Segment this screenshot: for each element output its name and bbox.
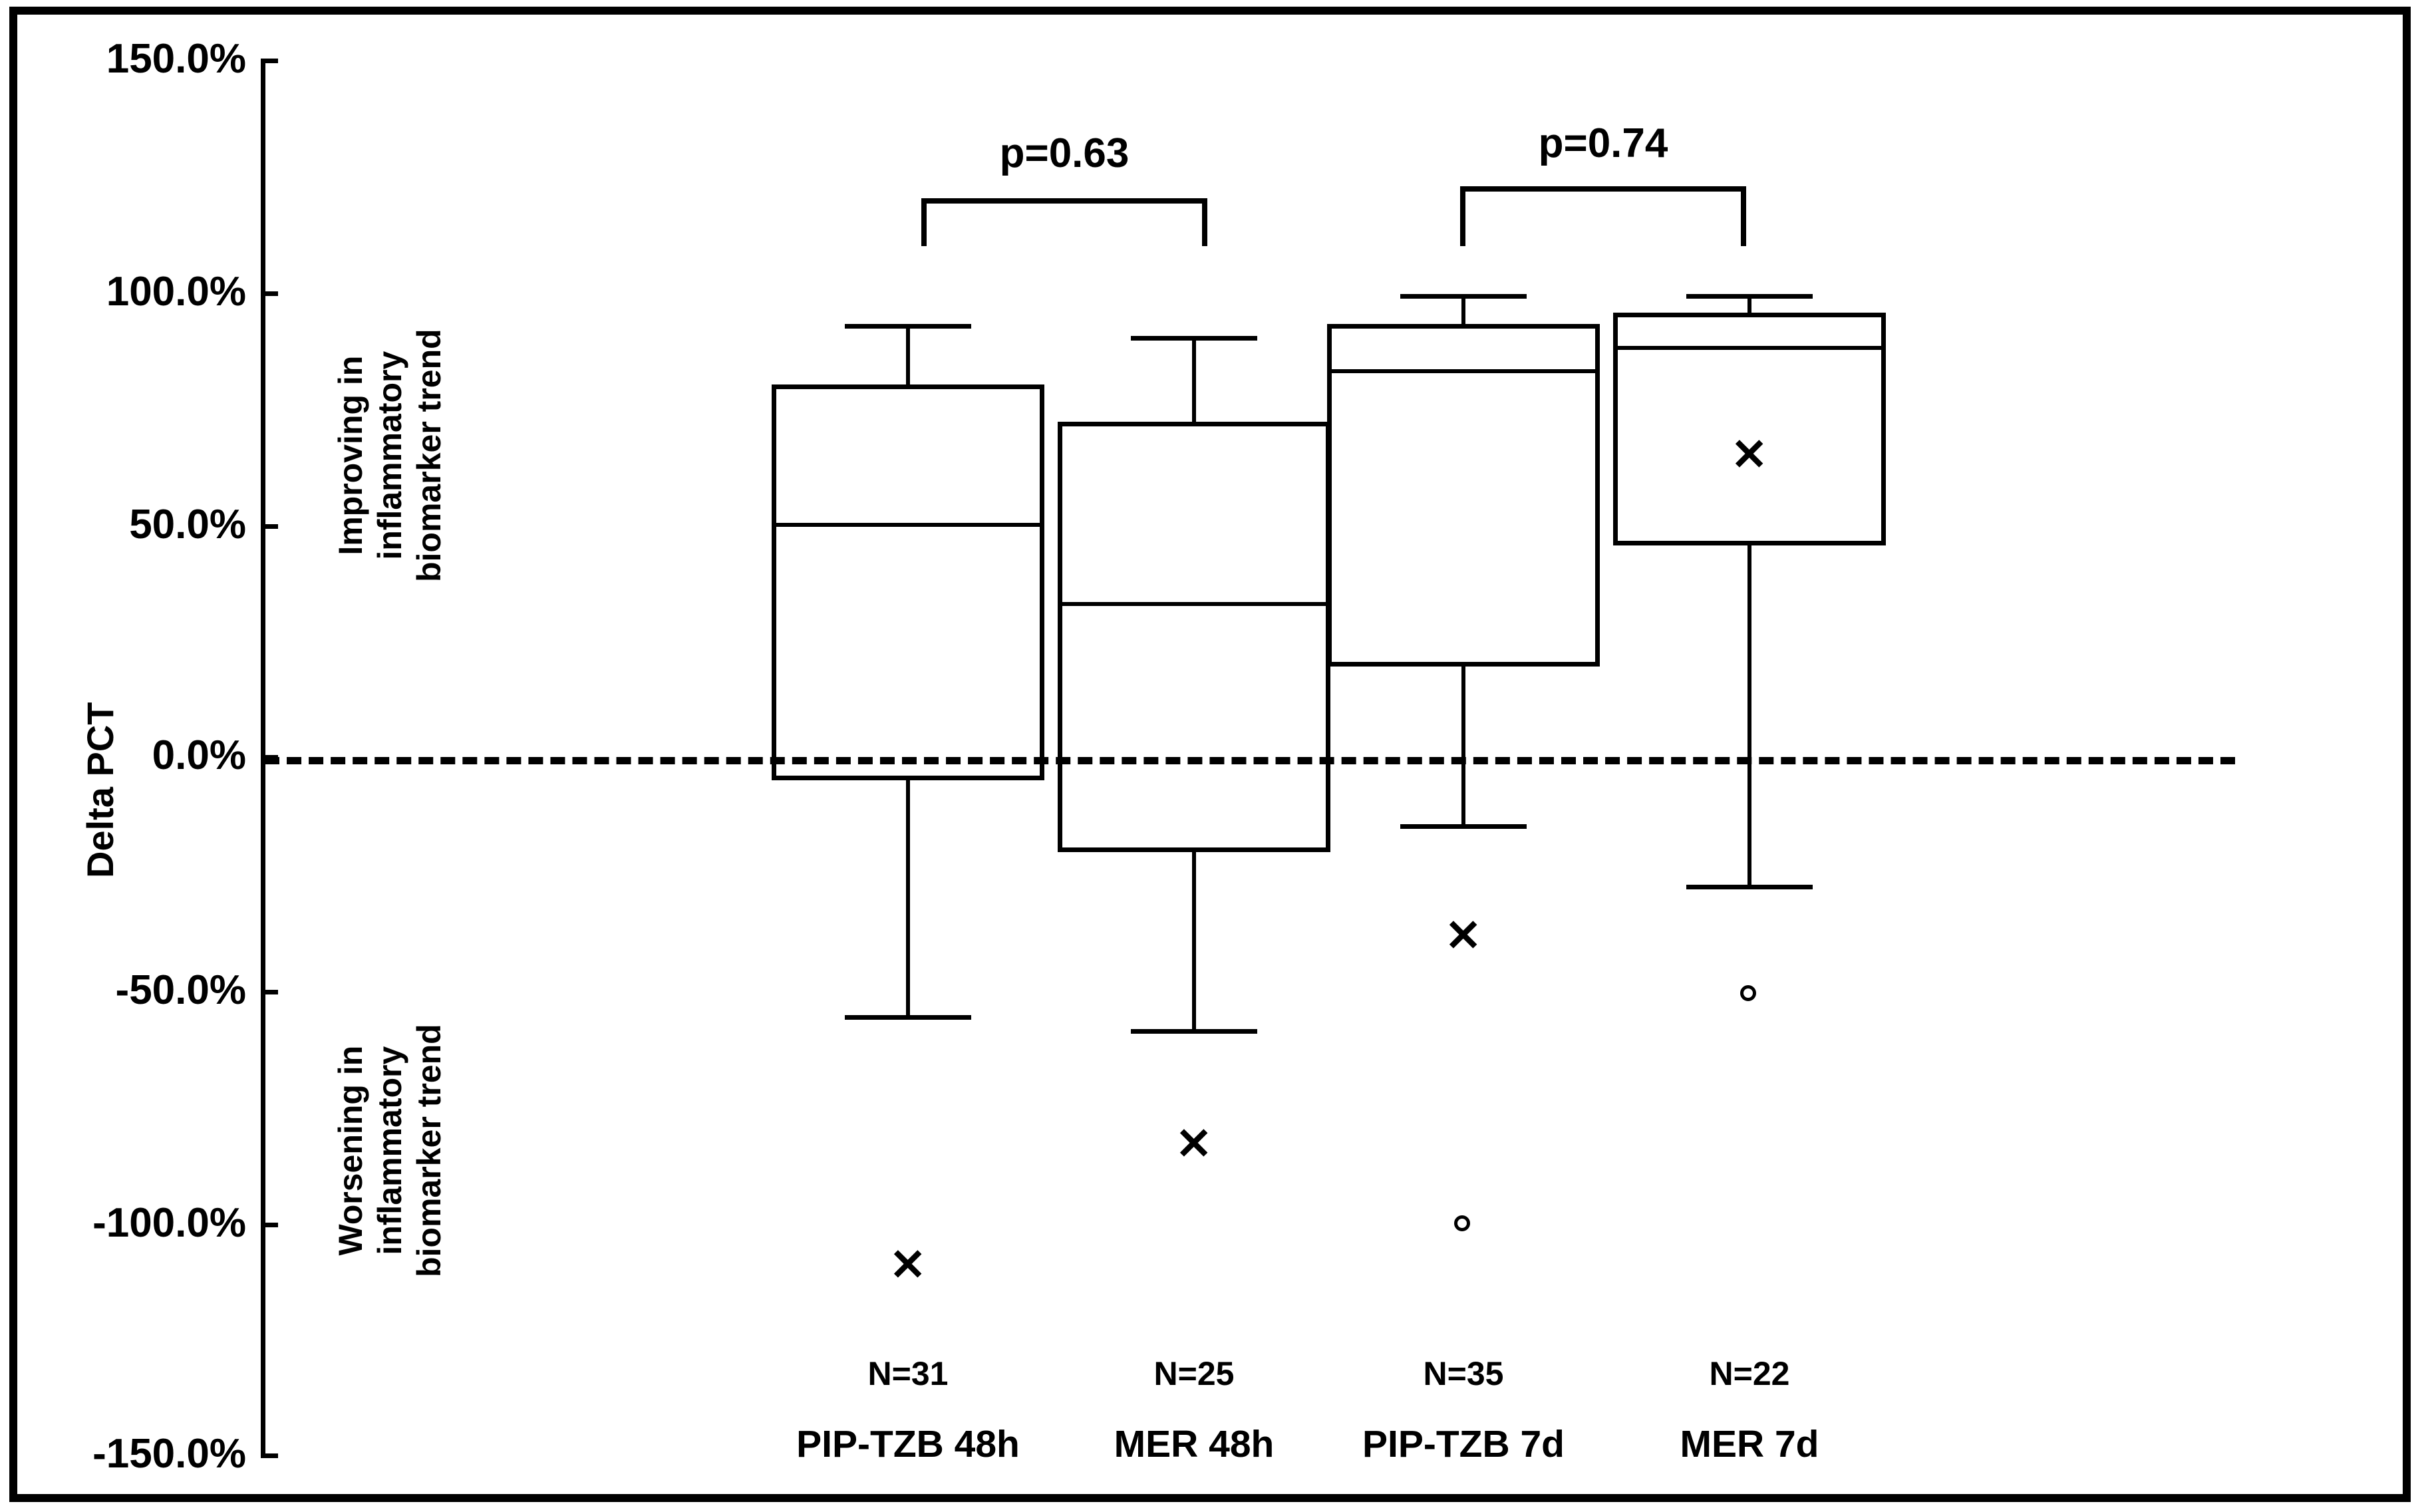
y-axis-tick-neg150: [261, 1453, 278, 1458]
whisker-cap-upper-2: [1131, 336, 1257, 341]
outlier-x-marker-2: ✕: [1175, 1119, 1213, 1168]
box-4: [1613, 313, 1886, 545]
outlier-circle-marker-3: [1454, 1215, 1470, 1231]
y-axis-title: Delta PCT: [79, 702, 121, 879]
worsening-trend-note: Worsening in inflammatory biomarker tren…: [331, 1024, 449, 1277]
whisker-upper-1: [906, 326, 910, 387]
worsening-note-line2: inflammatory: [371, 1046, 408, 1255]
worsening-note-line3: biomarker trend: [410, 1024, 448, 1277]
significance-bracket-right: [1460, 186, 1746, 246]
sample-size-label-3: N=35: [1423, 1355, 1504, 1392]
figure-border: [9, 7, 2411, 1502]
whisker-cap-upper-1: [845, 324, 971, 329]
median-line-3: [1327, 369, 1600, 373]
median-line-2: [1058, 602, 1330, 606]
y-axis-tick-neg100: [261, 1223, 278, 1227]
whisker-lower-3: [1461, 667, 1465, 827]
significance-label-left: p=0.63: [999, 130, 1130, 176]
category-label-pip-tzb-48h: PIP-TZB 48h: [796, 1423, 1020, 1465]
whisker-upper-3: [1461, 296, 1465, 326]
y-axis-label-50: 50.0%: [129, 502, 246, 547]
category-label-mer-7d: MER 7d: [1680, 1423, 1819, 1465]
whisker-cap-lower-2: [1131, 1029, 1257, 1034]
zero-reference-line: [265, 757, 2235, 764]
improving-trend-note: Improving in inflammatory biomarker tren…: [331, 329, 449, 582]
box-2: [1058, 422, 1330, 852]
median-line-4: [1613, 346, 1886, 350]
whisker-lower-4: [1747, 545, 1751, 887]
y-axis-label-0: 0.0%: [152, 732, 246, 778]
y-axis-tick-100: [261, 291, 278, 296]
y-axis-tick-50: [261, 524, 278, 529]
mean-x-marker-4: ✕: [1731, 430, 1768, 479]
significance-label-right: p=0.74: [1538, 120, 1668, 166]
outlier-x-marker-1: ✕: [889, 1240, 927, 1289]
whisker-upper-2: [1192, 338, 1196, 424]
sample-size-label-2: N=25: [1153, 1355, 1235, 1392]
sample-size-label-4: N=22: [1709, 1355, 1790, 1392]
y-axis-label-neg150: -150.0%: [92, 1431, 246, 1477]
whisker-cap-upper-4: [1686, 294, 1813, 299]
whisker-lower-2: [1192, 852, 1196, 1032]
box-1: [772, 384, 1044, 780]
whisker-cap-lower-1: [845, 1015, 971, 1020]
outlier-x-marker-3: ✕: [1445, 911, 1482, 960]
category-label-mer-48h: MER 48h: [1114, 1423, 1275, 1465]
category-label-pip-tzb-7d: PIP-TZB 7d: [1362, 1423, 1565, 1465]
y-axis-label-neg100: -100.0%: [92, 1200, 246, 1246]
improving-note-line3: biomarker trend: [410, 329, 448, 582]
whisker-upper-4: [1747, 296, 1751, 315]
significance-bracket-left: [921, 198, 1207, 246]
whisker-cap-lower-3: [1400, 824, 1527, 829]
median-line-1: [772, 523, 1044, 527]
y-axis-tick-150: [261, 59, 278, 63]
whisker-lower-1: [906, 780, 910, 1018]
sample-size-label-1: N=31: [867, 1355, 949, 1392]
box-3: [1327, 324, 1600, 667]
y-axis-label-100: 100.0%: [106, 269, 246, 315]
worsening-note-line1: Worsening in: [332, 1045, 369, 1256]
improving-note-line1: Improving in: [332, 355, 369, 555]
improving-note-line2: inflammatory: [371, 351, 408, 560]
y-axis-tick-neg50: [261, 990, 278, 994]
whisker-cap-upper-3: [1400, 294, 1527, 299]
y-axis-label-150: 150.0%: [106, 36, 246, 82]
whisker-cap-lower-4: [1686, 885, 1813, 889]
outlier-circle-marker-4: [1740, 985, 1756, 1001]
y-axis-label-neg50: -50.0%: [115, 967, 246, 1013]
